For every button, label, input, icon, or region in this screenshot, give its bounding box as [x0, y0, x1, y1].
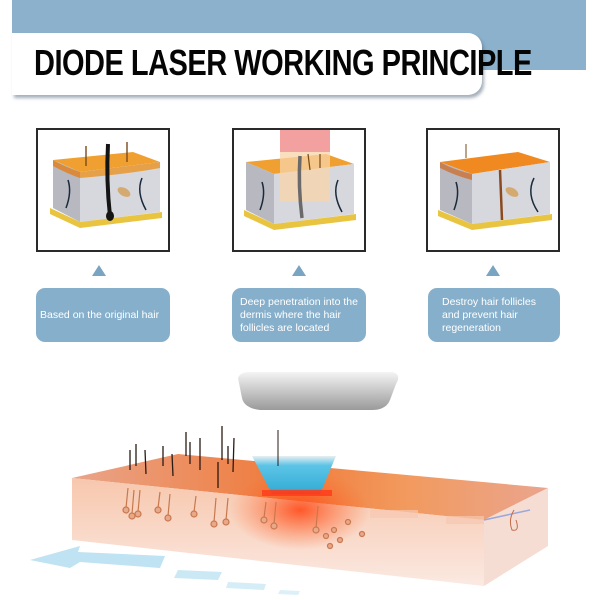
laser-treatment-scene — [0, 370, 600, 600]
step-original-hair — [36, 128, 170, 252]
step-caption-destroy-follicles: Destroy hair follicles and prevent hair … — [428, 288, 560, 342]
step-arrow-up-icon — [92, 265, 106, 276]
step-arrow-up-icon — [292, 265, 306, 276]
page-title: DIODE LASER WORKING PRINCIPLE — [34, 43, 532, 84]
laser-handpiece-skin-illustration — [30, 372, 548, 595]
step-caption-original-hair: Based on the original hair — [36, 288, 170, 342]
skin-cross-section-destroyed-icon — [438, 144, 552, 230]
step-destroy-follicles — [426, 128, 560, 252]
step-deep-penetration — [232, 128, 366, 252]
step-caption-deep-penetration: Deep penetration into the dermis where t… — [232, 288, 366, 342]
skin-cross-section-laser-icon — [244, 130, 356, 230]
skin-cross-section-icon — [50, 142, 162, 228]
skin-diagram-laser-penetration — [232, 128, 366, 252]
skin-diagram-original-hair — [36, 128, 170, 252]
skin-diagram-destroyed-follicle — [426, 128, 560, 252]
title-banner: DIODE LASER WORKING PRINCIPLE — [12, 33, 532, 95]
step-arrow-up-icon — [486, 265, 500, 276]
